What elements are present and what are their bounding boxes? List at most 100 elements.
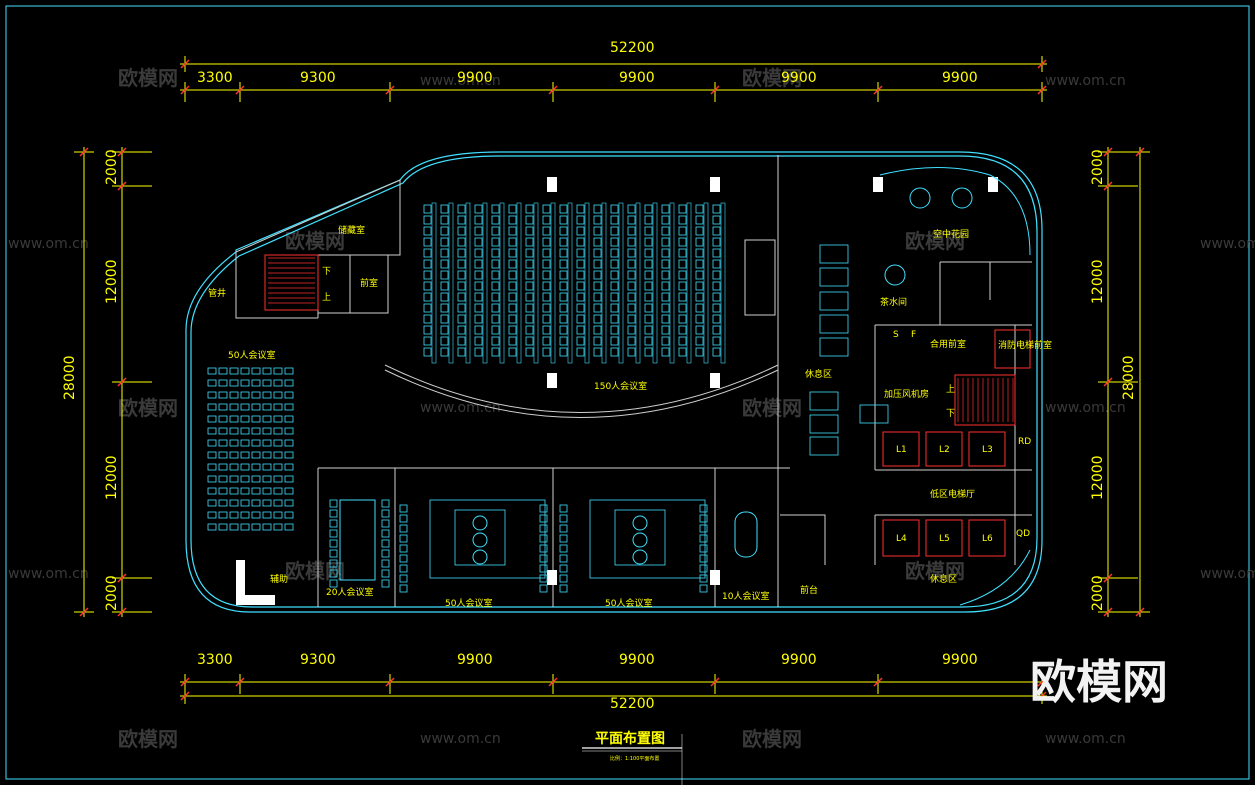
- meeting50-seat: [229, 367, 239, 375]
- meeting10-table: [734, 511, 758, 558]
- dim-segment-top: 9900: [619, 70, 655, 86]
- meeting50-seat: [273, 511, 283, 519]
- meeting50-seat: [240, 487, 250, 495]
- hall-desk-strip: [448, 202, 454, 364]
- garden-planter: [879, 167, 1031, 256]
- watermark-brand: 欧模网: [118, 396, 178, 420]
- lounge-sofa: [859, 404, 889, 424]
- hall-seat: [457, 259, 466, 269]
- hall-seat: [559, 248, 568, 258]
- dim-tick: [385, 677, 395, 687]
- hall-seat: [542, 336, 551, 346]
- hall-seat: [440, 270, 449, 280]
- hall-seat: [678, 259, 687, 269]
- meeting50-seat: [251, 379, 261, 387]
- hall-seat: [627, 248, 636, 258]
- meeting50-seat: [262, 391, 272, 399]
- hall-seat: [695, 237, 704, 247]
- meeting-chair: [399, 564, 408, 573]
- meeting50-seat: [251, 439, 261, 447]
- meeting-chair: [381, 509, 390, 518]
- meeting50-seat: [251, 391, 261, 399]
- hall-seat: [508, 292, 517, 302]
- hall-seat: [610, 325, 619, 335]
- meeting50-seat: [262, 439, 272, 447]
- meeting-chair: [399, 504, 408, 513]
- dim-tick: [1037, 85, 1047, 95]
- hall-seat: [610, 347, 619, 357]
- sheet-frame: [5, 5, 1250, 780]
- label-elev-4: L4: [896, 534, 907, 544]
- meeting50-seat: [218, 523, 228, 531]
- hall-seat: [576, 270, 585, 280]
- hall-seat: [525, 259, 534, 269]
- meeting-chair: [399, 584, 408, 593]
- hall-seat: [661, 270, 670, 280]
- meeting50-seat: [229, 427, 239, 435]
- hall-seat: [542, 347, 551, 357]
- hall-seat: [508, 237, 517, 247]
- label-f: F: [911, 330, 916, 340]
- hall-seat: [576, 215, 585, 225]
- hall-seat: [576, 259, 585, 269]
- meeting50-seat: [240, 427, 250, 435]
- meeting50-seat: [251, 367, 261, 375]
- dim-tick: [1135, 147, 1145, 157]
- hall-seat: [559, 314, 568, 324]
- dim-segment-bottom: 9900: [781, 652, 817, 668]
- dim-total-bottom: 52200: [610, 696, 655, 712]
- meeting-chair: [699, 544, 708, 553]
- dim-tick: [385, 85, 395, 95]
- hall-seat: [491, 248, 500, 258]
- hall-seat: [423, 215, 432, 225]
- hall-seat: [508, 281, 517, 291]
- hall-seat: [423, 314, 432, 324]
- hall-seat: [491, 347, 500, 357]
- dim-segment-top: 3300: [197, 70, 233, 86]
- meeting-chair: [699, 534, 708, 543]
- hall-seat: [678, 270, 687, 280]
- meeting-chair: [699, 504, 708, 513]
- meeting-chair: [699, 514, 708, 523]
- dim-segment-right: 12000: [1090, 259, 1106, 304]
- label-elev-5: L5: [939, 534, 950, 544]
- meeting-chair: [329, 519, 338, 528]
- meeting50-seat: [218, 499, 228, 507]
- meeting50-seat: [262, 475, 272, 483]
- meeting-chair: [329, 559, 338, 568]
- watermark-url: www.om.cn: [420, 400, 501, 416]
- hall-seat: [457, 215, 466, 225]
- hall-seat: [423, 259, 432, 269]
- hall-seat: [610, 336, 619, 346]
- dim-tick: [117, 573, 127, 583]
- hall-seat: [474, 204, 483, 214]
- scale-note: 比例：1:100平面布置: [610, 755, 659, 762]
- hall-seat: [559, 347, 568, 357]
- hall-seat: [559, 336, 568, 346]
- hall-seat: [525, 347, 534, 357]
- meeting-chair: [559, 544, 568, 553]
- lounge-sofa: [809, 436, 839, 456]
- hall-desk-strip: [584, 202, 590, 364]
- hall-seat: [712, 204, 721, 214]
- meeting-chair: [699, 574, 708, 583]
- hall-seat: [661, 292, 670, 302]
- meeting50-seat: [207, 487, 217, 495]
- hall-seat: [644, 325, 653, 335]
- dim-total-right: 28000: [1121, 355, 1137, 400]
- lounge-sofa: [819, 244, 849, 264]
- hall-seat: [712, 226, 721, 236]
- label-meeting10: 10人会议室: [722, 590, 769, 602]
- hall-seat: [542, 314, 551, 324]
- label-storage: 储藏室: [338, 224, 365, 236]
- dim-tick: [117, 377, 127, 387]
- meeting50-seat: [273, 463, 283, 471]
- hall-seat: [474, 303, 483, 313]
- hall-desk-strip: [516, 202, 522, 364]
- hall-seat: [627, 336, 636, 346]
- hall-seat: [525, 281, 534, 291]
- hall-seat: [559, 292, 568, 302]
- meeting-table-outer: [429, 499, 546, 579]
- stage-platform: [744, 239, 776, 316]
- dim-tick: [1037, 59, 1047, 69]
